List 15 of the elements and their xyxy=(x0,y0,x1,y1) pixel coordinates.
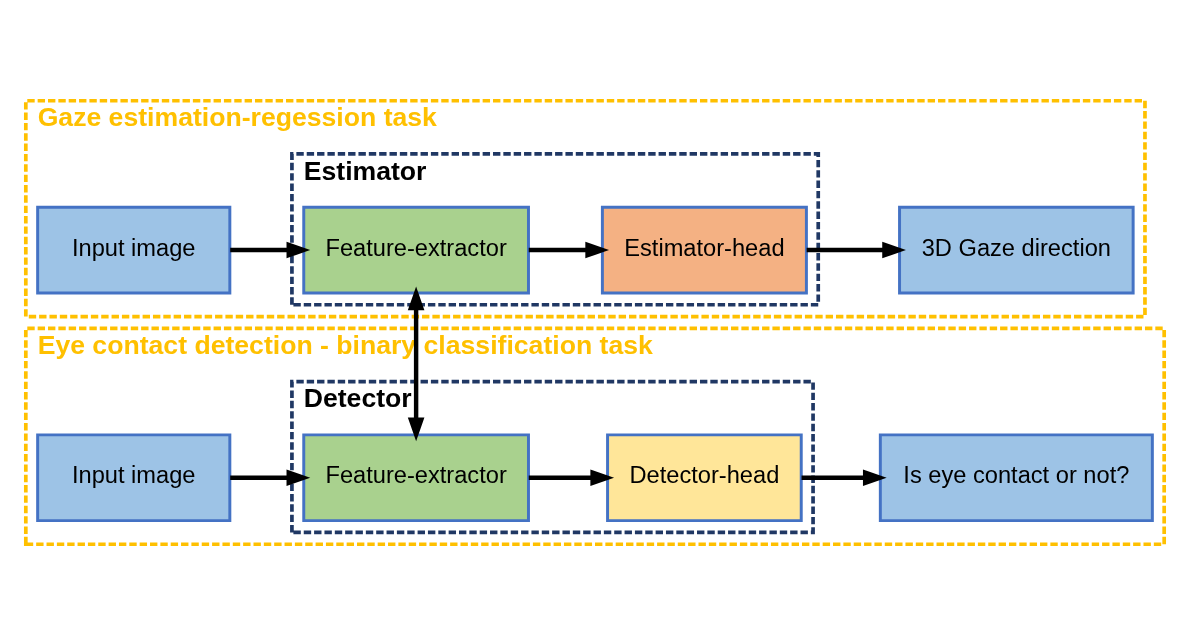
arrow xyxy=(230,241,311,258)
arrow xyxy=(806,241,906,258)
node-box: 3D Gaze direction xyxy=(898,205,1135,294)
node-box: Is eye contact or not? xyxy=(878,432,1154,522)
node-box: Input image xyxy=(36,432,232,522)
node-box: Feature-extractor xyxy=(302,432,530,522)
arrow xyxy=(801,468,887,486)
node-box: Estimator-head xyxy=(600,205,808,294)
node-box: Detector-head xyxy=(606,432,803,522)
arrow xyxy=(528,241,610,258)
arrow xyxy=(407,286,425,441)
arrow xyxy=(528,468,615,486)
node-box: Input image xyxy=(36,205,232,294)
arrow xyxy=(230,468,311,486)
node-box: Feature-extractor xyxy=(302,205,530,294)
